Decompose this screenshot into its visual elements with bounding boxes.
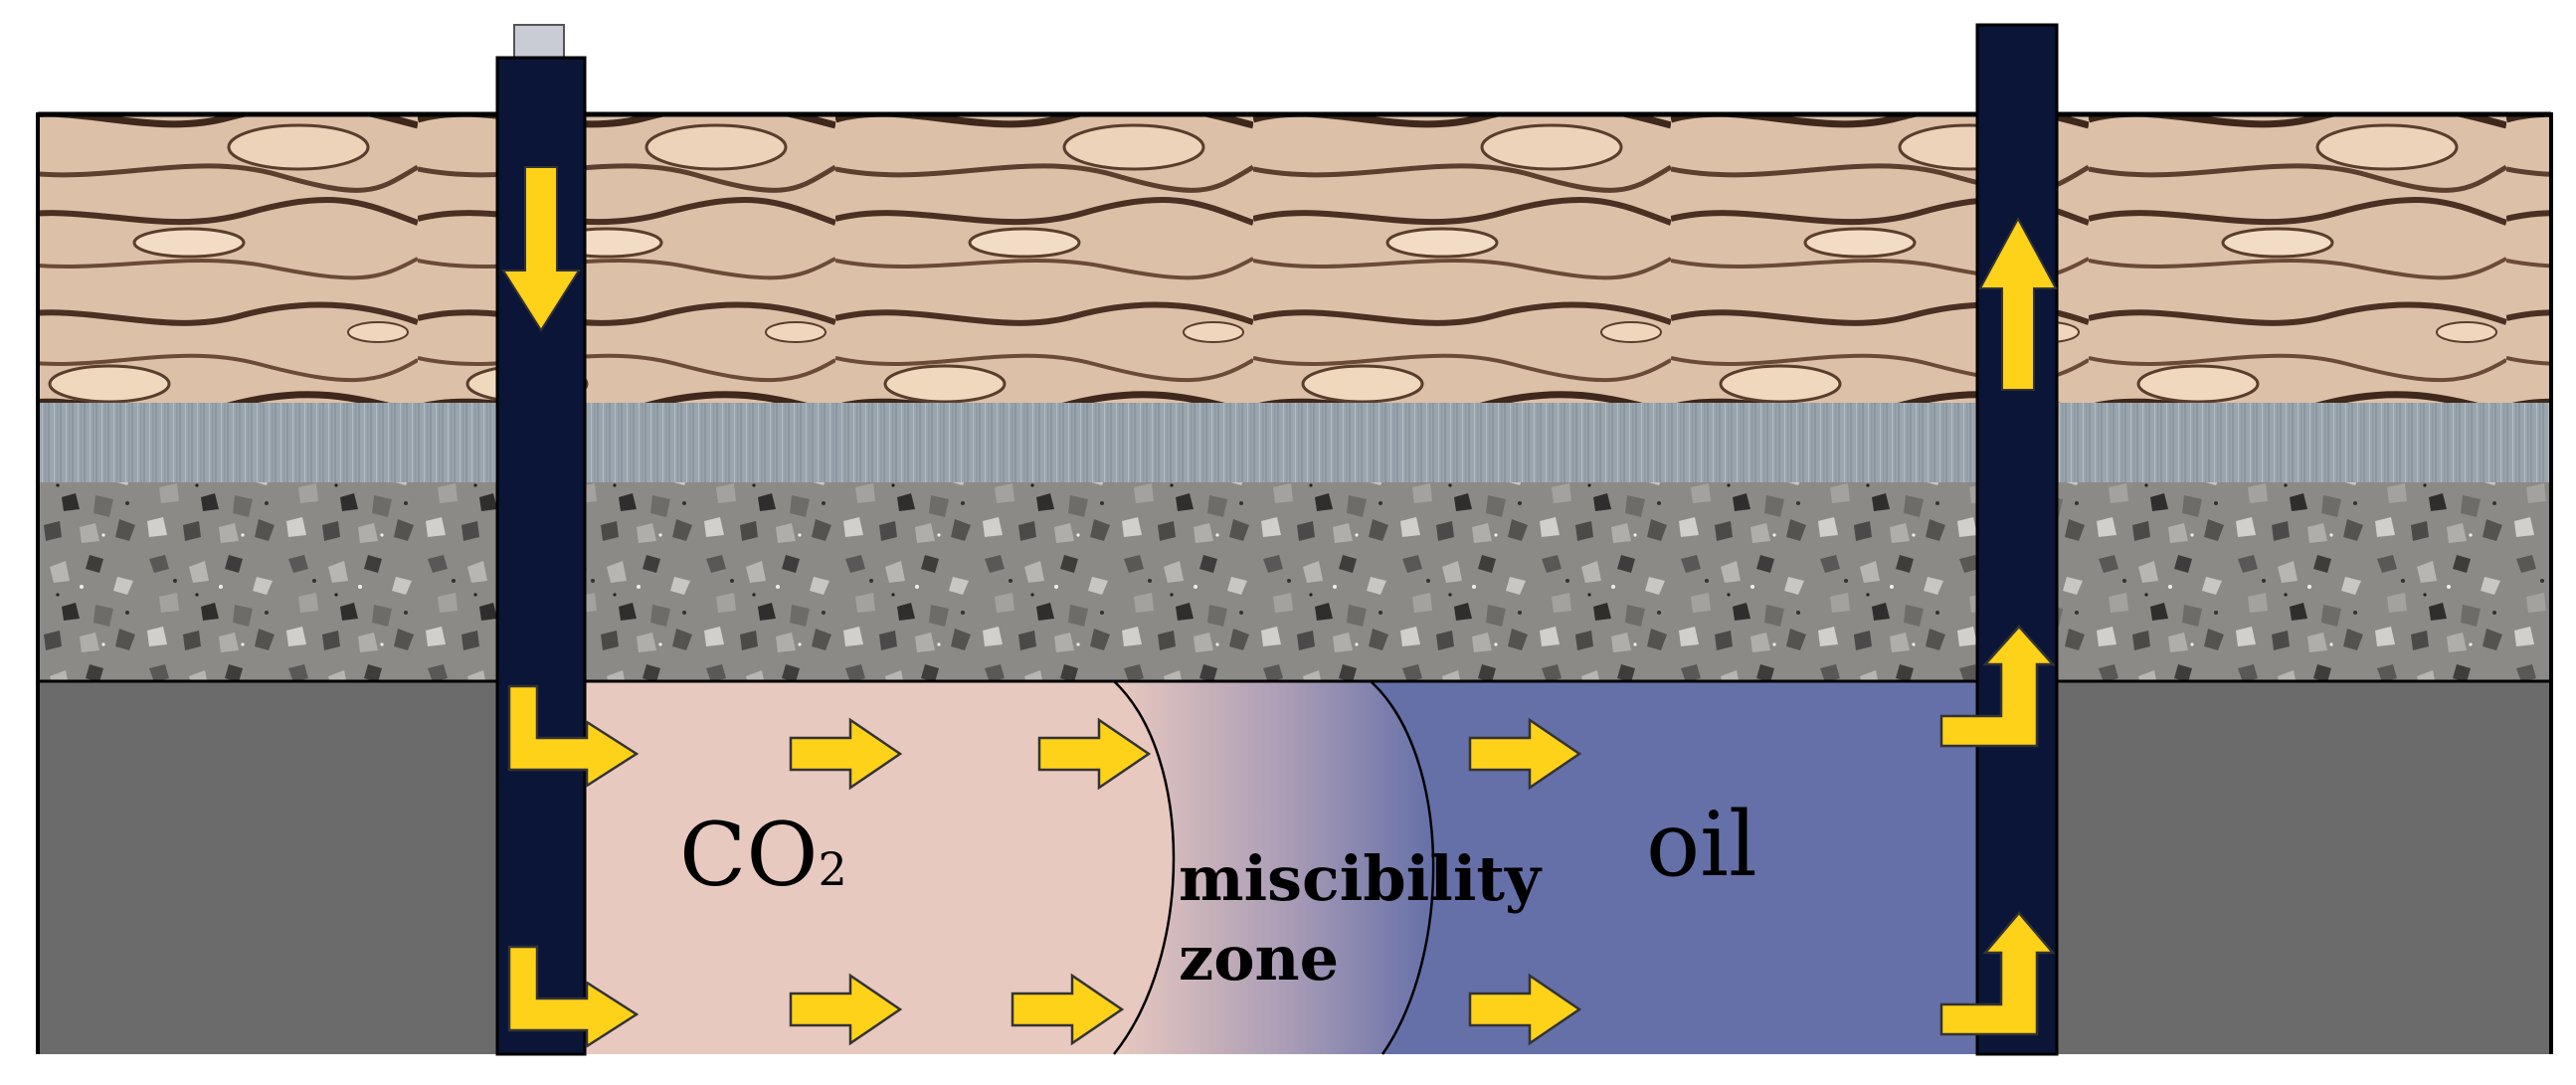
bedrock-right: [2057, 681, 2551, 1054]
miscibility-label-line2: zone: [1179, 922, 1339, 995]
elbow-arrow-up-icon: [1939, 625, 2056, 748]
cap-rock-layer-left: [38, 114, 497, 403]
co2-label-subscript: 2: [818, 842, 846, 896]
gravel-layer-right: [2057, 482, 2551, 681]
arrow-up-icon: [1978, 216, 2058, 391]
injection-well-cap: [513, 24, 565, 61]
gravel-layer-left: [38, 482, 497, 681]
shale-layer-middle: [585, 403, 1977, 482]
bedrock-left: [38, 681, 497, 1054]
cap-rock-layer-right: [2057, 114, 2551, 403]
miscibility-label-line1: miscibility: [1179, 842, 1543, 915]
co2-label: CO2: [679, 804, 847, 906]
oil-zone: [1371, 681, 1977, 1054]
miscibility-zone: [1114, 681, 1434, 1054]
cap-rock-layer-middle: [585, 114, 1977, 403]
gravel-layer-middle: [585, 482, 1977, 681]
shale-layer-left: [38, 403, 497, 482]
oil-front-line: [1370, 680, 1435, 1055]
production-well: [1975, 23, 2059, 1056]
oil-label: oil: [1646, 793, 1757, 897]
elbow-arrow-right-icon: [507, 945, 640, 1049]
co2-zone: [585, 681, 1174, 1054]
shale-layer-right: [2057, 403, 2551, 482]
co2-label-main: CO: [679, 804, 818, 906]
elbow-arrow-up-icon: [1939, 911, 2056, 1036]
arrow-down-icon: [501, 166, 581, 332]
co2-front-line: [1113, 680, 1176, 1055]
elbow-arrow-right-icon: [507, 684, 640, 789]
